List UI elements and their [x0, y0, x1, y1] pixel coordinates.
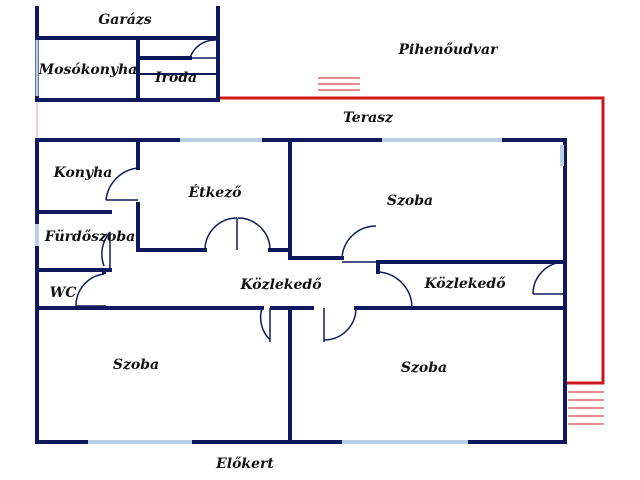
- front-steps: [568, 391, 604, 425]
- label-room-bottom-right: Szoba: [401, 360, 447, 376]
- label-office: Iroda: [154, 70, 197, 86]
- label-bathroom: Fürdőszoba: [44, 229, 135, 245]
- label-garage: Garázs: [98, 12, 151, 28]
- label-corridor-side: Közlekedő: [423, 276, 506, 292]
- room-labels: Garázs Mosókonyha Iroda Pihenőudvar Tera…: [38, 12, 507, 472]
- terrace-outline: [218, 96, 605, 385]
- label-dining: Étkező: [187, 183, 242, 201]
- interior-walls: [35, 138, 567, 444]
- label-terrace: Terasz: [343, 110, 394, 126]
- label-courtyard: Pihenőudvar: [398, 42, 500, 58]
- outbuilding-walls: [35, 6, 220, 102]
- label-laundry: Mosókonyha: [38, 62, 138, 78]
- office-door: [189, 39, 217, 59]
- label-room-top: Szoba: [387, 193, 433, 209]
- label-wc: WC: [50, 285, 77, 301]
- label-kitchen: Konyha: [53, 165, 113, 181]
- label-front-garden: Előkert: [215, 456, 274, 472]
- courtyard-steps: [318, 77, 360, 91]
- doors: [75, 167, 566, 342]
- windows: [35, 138, 564, 444]
- label-corridor-main: Közlekedő: [239, 277, 322, 293]
- label-room-bottom-left: Szoba: [113, 357, 159, 373]
